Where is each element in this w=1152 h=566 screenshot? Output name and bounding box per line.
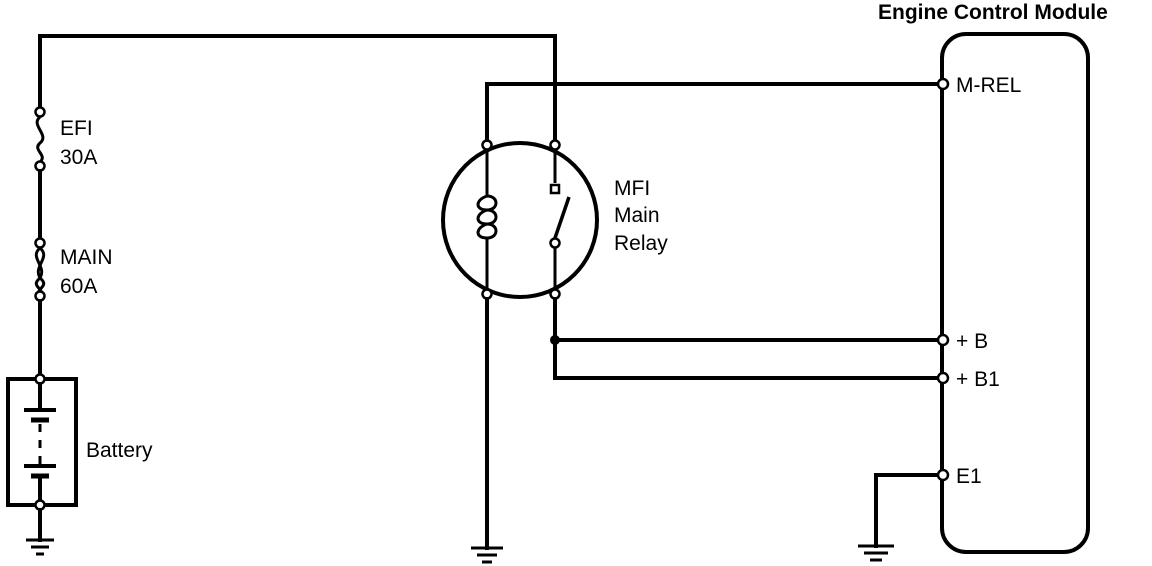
ecm-pin-plus-b-terminal — [936, 333, 950, 347]
efi-fuse-rating: 30A — [60, 146, 97, 169]
battery-label: Battery — [86, 439, 153, 462]
ecm-pin-plus-b1-terminal — [936, 371, 950, 385]
battery-ground-symbol — [26, 508, 54, 556]
main-fuse-rating: 60A — [60, 275, 97, 298]
main-fuse: MAIN 60A — [34, 237, 113, 302]
ecm-pin-mrel-terminal — [936, 77, 950, 91]
relay-label-line3: Relay — [614, 232, 668, 255]
relay-switch-arm — [553, 196, 571, 239]
efi-fuse-name: EFI — [60, 117, 93, 140]
ecm-pin-e1-label: E1 — [956, 465, 982, 488]
ecm-pin-e1-terminal — [936, 468, 950, 482]
efi-fuse: EFI 30A — [34, 106, 97, 172]
relay-switch-terminal-top — [549, 139, 561, 151]
main-fuse-terminal-top — [34, 237, 46, 249]
ecm-pin-plus-b-label: + B — [956, 330, 988, 353]
battery: Battery — [6, 373, 153, 511]
ecm-ground-symbol — [858, 473, 942, 562]
ecm-pin-plus-b1-label: + B1 — [956, 368, 1000, 391]
ecm-title: Engine Control Module — [878, 1, 1108, 24]
ecm-box — [940, 32, 1090, 554]
relay-label-line2: Main — [614, 204, 660, 227]
main-fuse-name: MAIN — [60, 246, 113, 269]
relay-housing — [441, 141, 599, 299]
ecm-pin-mrel-label: M-REL — [956, 74, 1021, 97]
relay-label-line1: MFI — [614, 177, 650, 200]
efi-fuse-terminal-top — [34, 106, 46, 118]
top-supply-wire — [38, 34, 557, 146]
relay-contact-fixed — [549, 183, 561, 195]
relay-coil-icon — [476, 194, 498, 240]
wire-plus-b1 — [553, 297, 942, 380]
relay-ground-symbol — [471, 297, 503, 564]
mfi-main-relay: MFI Main Relay — [441, 139, 668, 300]
wire-m-rel — [485, 82, 942, 142]
junction-dot — [550, 335, 560, 345]
relay-contact-pivot — [549, 237, 561, 249]
